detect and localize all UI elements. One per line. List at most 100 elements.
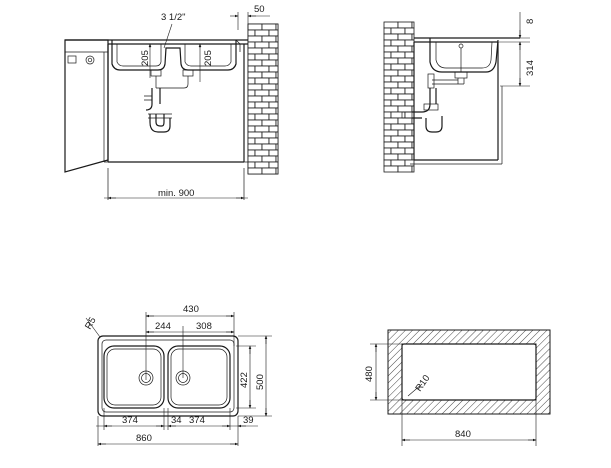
corner-radius-label: R5	[83, 315, 99, 331]
brick	[383, 21, 399, 29]
brick	[390, 63, 406, 71]
inner-depth-label: 422	[239, 372, 250, 388]
brick	[247, 131, 263, 139]
brick	[383, 27, 392, 35]
brick	[397, 57, 413, 65]
brick	[247, 59, 263, 67]
brick	[383, 51, 392, 59]
brick	[268, 149, 279, 157]
brick	[390, 111, 406, 119]
brick	[383, 75, 392, 83]
brick	[247, 71, 263, 79]
brick	[247, 53, 256, 61]
brick	[247, 155, 263, 163]
brick	[411, 33, 415, 41]
brick	[404, 27, 415, 35]
brick	[247, 107, 263, 115]
brick	[275, 59, 279, 67]
top-view: R5 430 244 308 422 500 374 34 374 39 860	[83, 304, 272, 446]
brick	[397, 21, 413, 29]
brick	[397, 69, 413, 77]
brick	[254, 113, 270, 121]
brick	[275, 107, 279, 115]
brick	[397, 33, 413, 41]
brick	[404, 111, 415, 119]
brick	[390, 159, 406, 167]
brick	[397, 81, 413, 89]
brick	[383, 117, 399, 125]
brick	[254, 125, 270, 133]
brick	[261, 167, 277, 175]
brick	[383, 135, 392, 143]
brick	[397, 129, 413, 137]
brick	[254, 149, 270, 157]
brick	[390, 99, 406, 107]
brick	[404, 123, 415, 131]
brick	[268, 77, 279, 85]
brick	[247, 125, 256, 133]
top-offset-label: 50	[254, 4, 265, 15]
brick	[261, 47, 277, 55]
cutout-width-label: 840	[455, 429, 471, 440]
cutout-opening	[401, 343, 537, 401]
brick	[397, 117, 413, 125]
brick	[254, 161, 270, 169]
rim-height-label: 8	[525, 19, 536, 24]
brick	[383, 93, 399, 101]
brick-wall-side	[383, 21, 415, 173]
pipe-size-label: 3 1/2"	[161, 12, 186, 23]
brick	[275, 23, 279, 31]
drain-pipes	[144, 69, 194, 133]
brick	[268, 137, 279, 145]
brick	[404, 63, 415, 71]
brick	[254, 53, 270, 61]
brick	[411, 165, 415, 173]
hatched-countertop	[387, 329, 551, 415]
brick	[404, 87, 415, 95]
brick	[268, 53, 279, 61]
top-view-dimensions	[85, 312, 272, 446]
brick	[383, 39, 392, 47]
brick	[268, 65, 279, 73]
brick	[268, 101, 279, 109]
left-drain-height-label: 205	[140, 50, 151, 66]
brick	[254, 41, 270, 49]
brick	[247, 29, 256, 37]
brick	[390, 39, 406, 47]
brick	[247, 83, 263, 91]
brick	[404, 51, 415, 59]
min-width-label: min. 900	[158, 188, 194, 199]
brick	[247, 23, 263, 31]
brick	[383, 111, 392, 119]
brick	[404, 135, 415, 143]
brick	[261, 107, 277, 115]
brick	[268, 41, 279, 49]
brick	[383, 105, 399, 113]
brick	[275, 119, 279, 127]
brick	[247, 41, 256, 49]
bottom-left-bowl-label: 374	[122, 415, 138, 426]
brick	[254, 77, 270, 85]
brick	[383, 129, 399, 137]
brick	[247, 149, 256, 157]
brick	[383, 123, 392, 131]
bottom-right-bowl-label: 374	[189, 415, 205, 426]
brick	[247, 35, 263, 43]
side-depth-label: 314	[525, 60, 536, 76]
brick	[404, 75, 415, 83]
side-view: 8 314	[383, 12, 536, 173]
brick	[247, 137, 256, 145]
front-dimensions	[104, 12, 270, 200]
brick	[247, 77, 256, 85]
brick	[275, 47, 279, 55]
brick	[254, 29, 270, 37]
brick	[404, 147, 415, 155]
brick	[261, 155, 277, 163]
brick	[275, 71, 279, 79]
brick	[383, 45, 399, 53]
brick	[247, 113, 256, 121]
left-bowl-offset-label: 244	[155, 321, 171, 332]
brick	[261, 119, 277, 127]
brick	[383, 165, 399, 173]
brick	[254, 101, 270, 109]
